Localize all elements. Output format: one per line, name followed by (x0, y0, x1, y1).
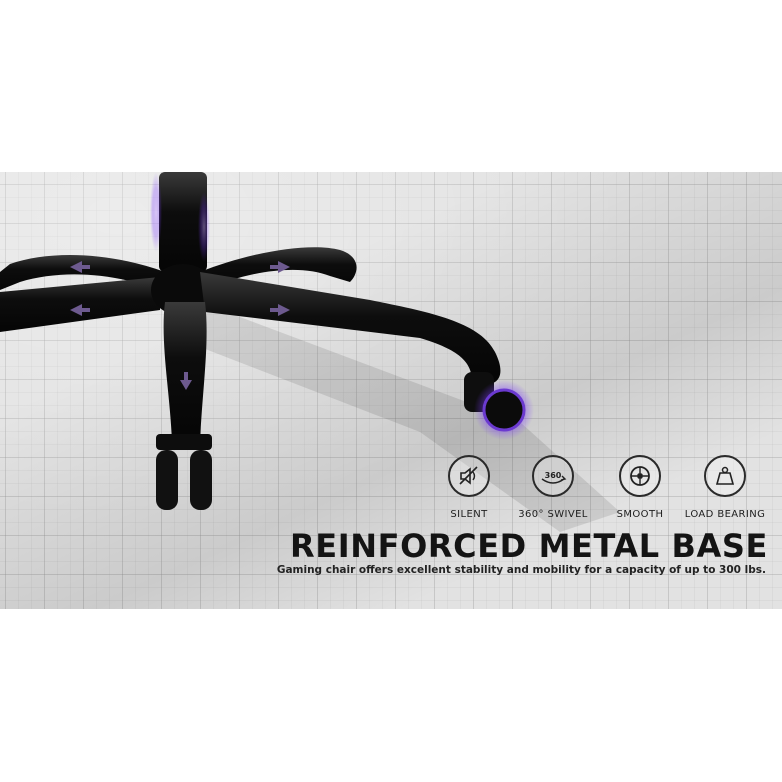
floor-shadow (0, 172, 782, 609)
chair-base-image (0, 172, 620, 532)
feature-label-silent: SILENT (450, 509, 488, 520)
mute-speaker-icon (448, 455, 490, 497)
weight-icon (704, 455, 746, 497)
banner-headline: REINFORCED METAL BASE (290, 527, 768, 565)
feature-load-bearing: LOAD BEARING (675, 455, 775, 525)
rotate-360-icon: 360 (532, 455, 574, 497)
feature-label-load-bearing: LOAD BEARING (684, 509, 766, 520)
wheel-icon (619, 455, 661, 497)
banner-subline: Gaming chair offers excellent stability … (276, 564, 766, 576)
feature-label-swivel: 360° SWIVEL (518, 509, 588, 520)
product-banner: SILENT 360 360° SWIVEL SMOOTH (0, 172, 782, 609)
feature-icons: SILENT 360 360° SWIVEL SMOOTH (440, 455, 770, 525)
svg-text:360: 360 (545, 471, 562, 480)
feature-swivel: 360 360° SWIVEL (503, 455, 603, 525)
feature-silent: SILENT (419, 455, 519, 525)
feature-label-smooth: SMOOTH (616, 509, 664, 520)
feature-smooth: SMOOTH (590, 455, 690, 525)
